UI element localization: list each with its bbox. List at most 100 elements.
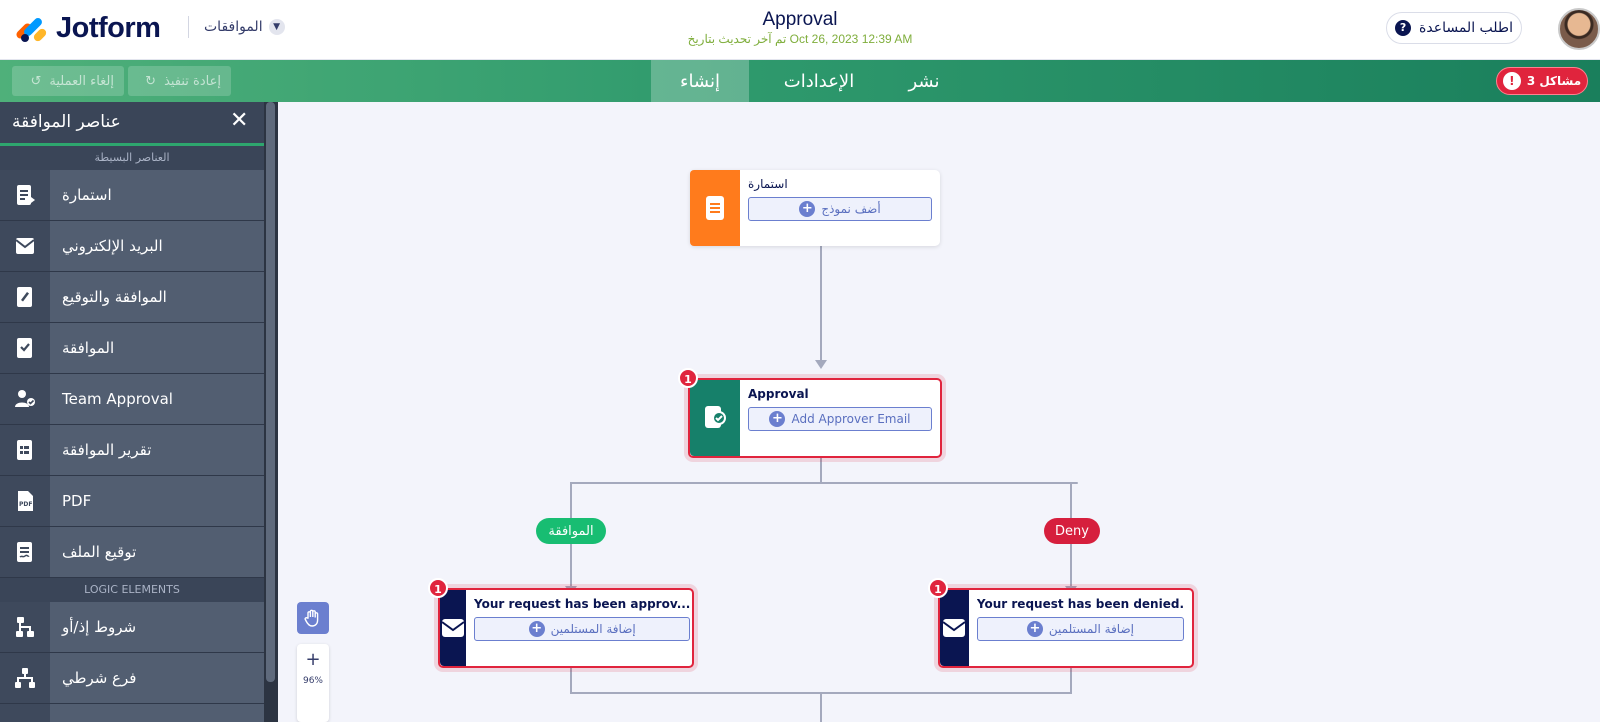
jotform-logo[interactable]: Jotform: [14, 12, 161, 45]
approval-icon: [17, 338, 32, 358]
node-title: Your request has been denied.: [976, 597, 1184, 611]
sidebar-item-label: [50, 704, 264, 722]
zoom-controls: + 96%: [297, 644, 329, 722]
question-icon: ?: [1395, 20, 1412, 36]
sidebar-item-conditional-branch[interactable]: فرع شرطي: [0, 653, 264, 704]
problems-button[interactable]: مشاكل 3 !: [1496, 67, 1588, 95]
last-updated-text: تم آخر تحديث بتاريخ Oct 26, 2023 12:39 A…: [687, 32, 913, 46]
hand-icon: [304, 609, 319, 627]
sidebar-item-label: الموافقة والتوقيع: [50, 272, 264, 322]
approve-branch-label[interactable]: الموافقة: [536, 518, 606, 544]
plus-icon: +: [799, 201, 816, 217]
button-label: إضافة المستلمين: [550, 622, 636, 636]
avatar[interactable]: [1558, 8, 1600, 50]
add-approver-email-button[interactable]: + Add Approver Email: [748, 407, 932, 431]
error-badge: 1: [928, 578, 948, 598]
connector-line: [820, 692, 822, 722]
sidebar-item-label: شروط إذ/أو: [50, 602, 264, 652]
connector-line: [820, 242, 822, 362]
sidebar-title: عناصر الموافقة: [12, 112, 121, 132]
sidebar-item-approval[interactable]: الموافقة: [0, 323, 264, 374]
email-icon: [440, 590, 466, 666]
problems-label: مشاكل 3: [1526, 74, 1582, 88]
redo-icon: ↻: [145, 73, 157, 89]
add-recipients-button[interactable]: + إضافة المستلمين: [474, 617, 691, 641]
pdf-icon: PDF: [18, 491, 33, 511]
connector-line: [820, 456, 822, 482]
sidebar-item-team-approval[interactable]: Team Approval: [0, 374, 264, 425]
approval-sign-icon: [17, 287, 32, 307]
approval-icon: [690, 380, 740, 456]
approval-node[interactable]: Approval + Add Approver Email: [688, 378, 942, 458]
approval-report-icon: [17, 440, 32, 460]
form-icon: [690, 170, 740, 246]
breadcrumb[interactable]: الموافقات ▼: [204, 19, 285, 35]
deny-branch-label[interactable]: Deny: [1044, 518, 1100, 544]
sidebar-item-if-else[interactable]: شروط إذ/أو: [0, 602, 264, 653]
sidebar-item-label: البريد الإلكتروني: [50, 221, 264, 271]
button-label: أضف نموذج: [821, 202, 881, 216]
close-icon[interactable]: ✕: [230, 108, 249, 133]
sidebar-item-form[interactable]: استمارة: [0, 170, 264, 221]
help-button[interactable]: اطلب المساعدة ?: [1386, 12, 1522, 44]
sidebar-item-label: الموافقة: [50, 323, 264, 373]
plus-icon: +: [528, 621, 545, 637]
tab-build-label: إنشاء: [679, 70, 721, 92]
section-basic-elements: العناصر البسيطة: [0, 146, 264, 170]
sidebar-item-email[interactable]: البريد الإلكتروني: [0, 221, 264, 272]
connector-line: [570, 664, 572, 694]
denied-email-node[interactable]: Your request has been denied. + إضافة ال…: [938, 588, 1194, 668]
file-sign-icon: [17, 542, 32, 562]
svg-text:PDF: PDF: [19, 501, 32, 508]
builder-navbar: إلغاء العملية ↺ إعادة تنفيذ ↻ إنشاء الإع…: [0, 60, 1600, 102]
sidebar-item-file-sign[interactable]: توقيع الملف: [0, 527, 264, 578]
sidebar-header: عناصر الموافقة ✕: [0, 102, 278, 146]
sidebar-item-label: Team Approval: [50, 374, 264, 424]
tab-settings[interactable]: الإعدادات: [764, 60, 874, 102]
chevron-down-icon: ▼: [268, 19, 285, 35]
workflow-canvas[interactable]: استمارة + أضف نموذج Approval + Add Appro…: [278, 102, 1600, 722]
sidebar-item-approval-report[interactable]: تقرير الموافقة: [0, 425, 264, 476]
zoom-in-button[interactable]: +: [305, 649, 321, 670]
connector-arrow: [815, 360, 827, 369]
email-icon: [15, 238, 35, 254]
plus-icon: +: [769, 411, 786, 427]
tab-publish[interactable]: نشر: [896, 60, 952, 102]
sidebar-item-pdf[interactable]: PDF PDF: [0, 476, 264, 527]
sidebar-item-label: استمارة: [50, 170, 264, 220]
top-header: Jotform الموافقات ▼ Approval تم آخر تحدي…: [0, 0, 1600, 60]
add-recipients-button[interactable]: + إضافة المستلمين: [976, 617, 1184, 641]
redo-label: إعادة تنفيذ: [164, 73, 221, 89]
undo-label: إلغاء العملية: [49, 73, 114, 89]
breadcrumb-label: الموافقات: [204, 19, 263, 35]
approved-email-node[interactable]: Your request has been approv... + إضافة …: [438, 588, 694, 668]
help-label: اطلب المساعدة: [1419, 20, 1513, 36]
logo-text: Jotform: [56, 12, 161, 44]
sidebar-scrollbar-thumb[interactable]: [266, 102, 275, 682]
tab-build[interactable]: إنشاء: [651, 60, 749, 102]
hand-tool-button[interactable]: [297, 602, 329, 634]
alert-icon: !: [1502, 72, 1521, 90]
team-approval-icon: [15, 390, 35, 407]
node-title: Your request has been approv...: [474, 597, 691, 611]
redo-button[interactable]: إعادة تنفيذ ↻: [128, 66, 231, 96]
undo-button[interactable]: إلغاء العملية ↺: [12, 66, 124, 96]
sidebar-item-more[interactable]: [0, 704, 264, 722]
sidebar-item-label: توقيع الملف: [50, 527, 264, 577]
email-icon: [940, 590, 969, 666]
tab-settings-label: الإعدادات: [783, 70, 855, 92]
plus-icon: +: [1026, 621, 1043, 637]
form-node[interactable]: استمارة + أضف نموذج: [690, 170, 940, 246]
sidebar-item-label: تقرير الموافقة: [50, 425, 264, 475]
header-divider: [188, 16, 189, 38]
error-badge: 1: [678, 368, 698, 388]
add-form-button[interactable]: + أضف نموذج: [748, 197, 932, 221]
button-label: Add Approver Email: [791, 412, 911, 426]
undo-icon: ↺: [30, 73, 42, 89]
error-badge: 1: [428, 578, 448, 598]
sidebar-item-approval-sign[interactable]: الموافقة والتوقيع: [0, 272, 264, 323]
more-icon: [13, 717, 37, 722]
button-label: إضافة المستلمين: [1048, 622, 1134, 636]
sidebar-item-label: PDF: [50, 476, 264, 526]
page-title: Approval: [762, 9, 838, 30]
